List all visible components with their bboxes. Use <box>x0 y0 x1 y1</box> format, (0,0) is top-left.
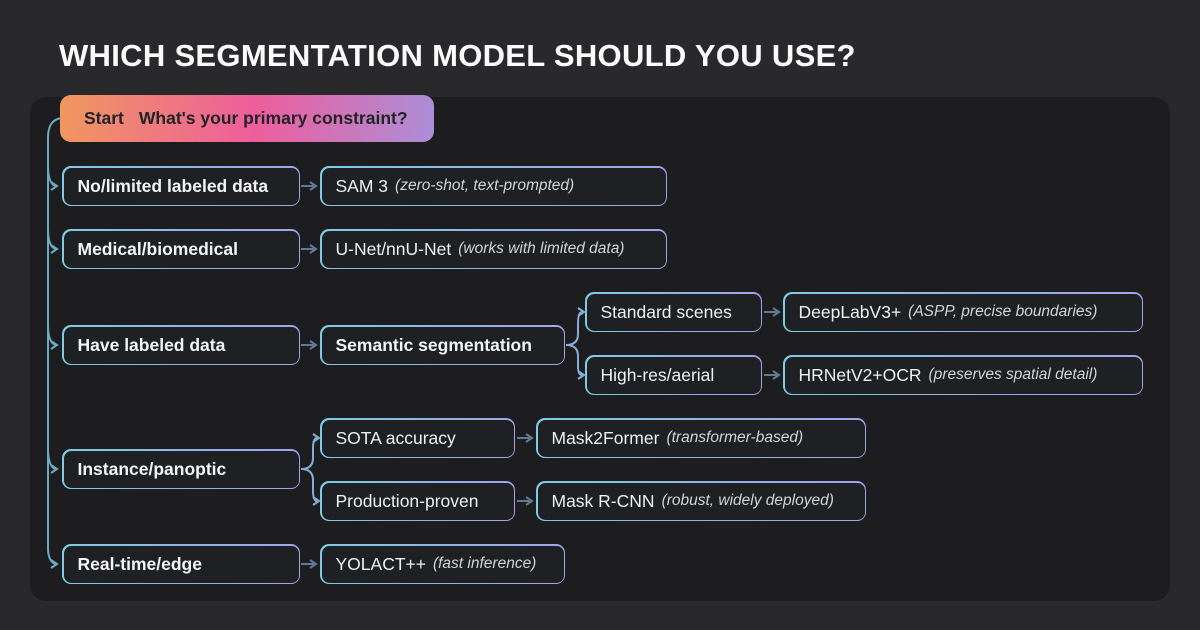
scenario-label: High-res/aerial <box>600 364 715 385</box>
scenario-label: Production-proven <box>335 490 479 511</box>
node-no-limited-labeled-data: No/limited labeled data <box>62 166 300 206</box>
model-note: (ASPP, precise boundaries) <box>908 303 1098 320</box>
model-note: (transformer-based) <box>666 429 804 446</box>
connector-fork-semantic <box>565 307 586 380</box>
node-model-sam3: SAM 3 (zero-shot, text-prompted) <box>320 166 667 206</box>
start-pill: Start What's your primary constraint? <box>60 95 434 142</box>
model-note: (preserves spatial detail) <box>928 366 1098 383</box>
scenario-label: SOTA accuracy <box>335 427 456 448</box>
start-label: Start <box>84 108 124 128</box>
node-real-time-edge: Real-time/edge <box>62 544 300 584</box>
node-model-unet: U-Net/nnU-Net (works with limited data) <box>320 229 667 269</box>
node-model-yolact: YOLACT++ (fast inference) <box>320 544 565 584</box>
task-label: Semantic segmentation <box>335 334 532 355</box>
node-sota-accuracy: SOTA accuracy <box>320 418 515 458</box>
connector-fork-instance <box>300 433 321 506</box>
scenario-label: Standard scenes <box>600 301 732 322</box>
model-name: Mask R-CNN <box>551 490 655 511</box>
node-high-res-aerial: High-res/aerial <box>585 355 762 395</box>
model-name: YOLACT++ <box>335 553 426 574</box>
node-model-deeplabv3: DeepLabV3+ (ASPP, precise boundaries) <box>783 292 1143 332</box>
node-medical-biomedical: Medical/biomedical <box>62 229 300 269</box>
model-name: HRNetV2+OCR <box>798 364 922 385</box>
connector-arrows <box>301 181 781 569</box>
start-question: What's your primary constraint? <box>138 108 408 128</box>
node-production-proven: Production-proven <box>320 481 515 521</box>
model-name: SAM 3 <box>335 175 389 196</box>
model-note: (zero-shot, text-prompted) <box>395 177 575 194</box>
constraint-label: Have labeled data <box>77 334 226 355</box>
model-note: (works with limited data) <box>458 240 625 257</box>
constraint-label: Medical/biomedical <box>77 238 238 259</box>
node-model-hrnetv2-ocr: HRNetV2+OCR (preserves spatial detail) <box>783 355 1143 395</box>
model-name: Mask2Former <box>551 427 660 448</box>
model-note: (fast inference) <box>432 555 537 572</box>
model-name: U-Net/nnU-Net <box>335 238 452 259</box>
constraint-label: Real-time/edge <box>77 553 202 574</box>
connector-trunk <box>47 117 63 569</box>
constraint-label: Instance/panoptic <box>77 458 227 479</box>
page-title: WHICH SEGMENTATION MODEL SHOULD YOU USE? <box>59 38 856 73</box>
node-instance-panoptic: Instance/panoptic <box>62 449 300 489</box>
node-model-mask2former: Mask2Former (transformer-based) <box>536 418 866 458</box>
node-have-labeled-data: Have labeled data <box>62 325 300 365</box>
constraint-label: No/limited labeled data <box>77 175 269 196</box>
model-name: DeepLabV3+ <box>798 301 902 322</box>
node-model-mask-rcnn: Mask R-CNN (robust, widely deployed) <box>536 481 866 521</box>
node-semantic-segmentation: Semantic segmentation <box>320 325 565 365</box>
model-note: (robust, widely deployed) <box>661 492 834 509</box>
node-standard-scenes: Standard scenes <box>585 292 762 332</box>
